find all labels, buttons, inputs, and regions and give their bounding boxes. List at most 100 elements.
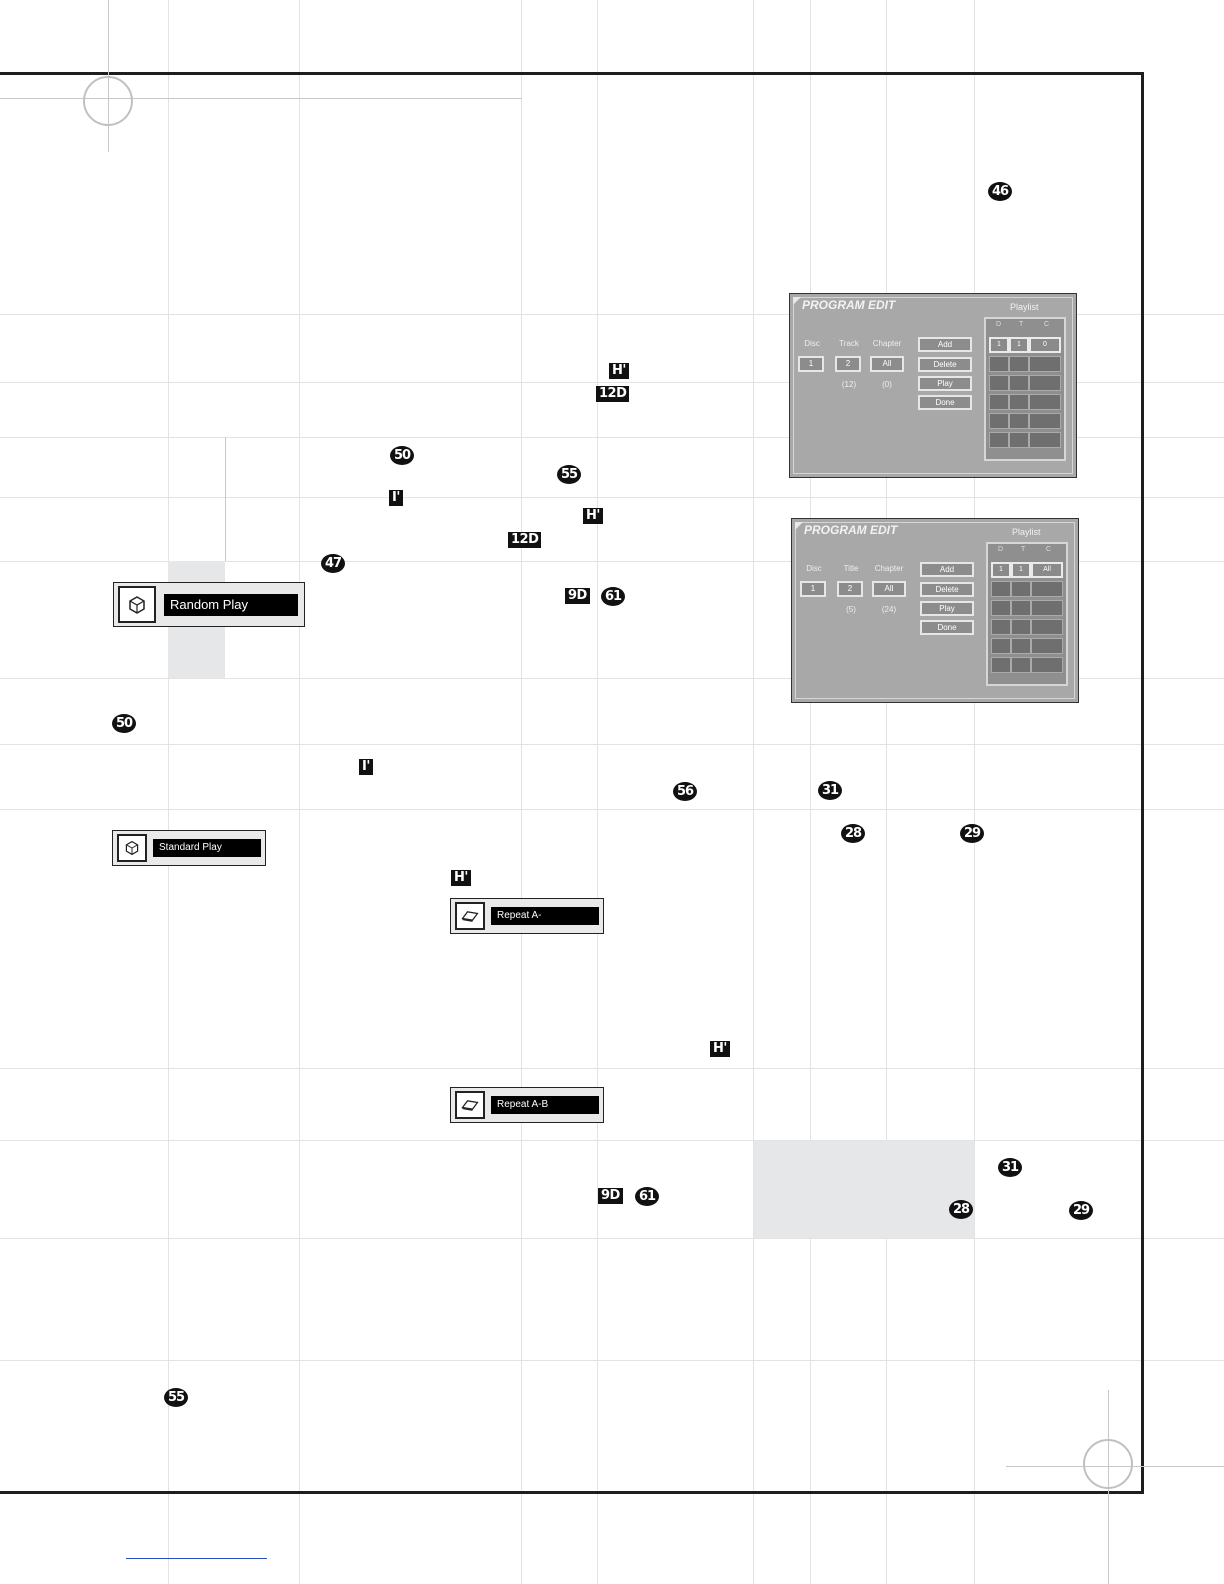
playlist-label: Playlist [1012, 527, 1041, 537]
grid-line [0, 497, 1224, 498]
registration-mark-icon [83, 76, 133, 126]
add-button[interactable]: Add [920, 562, 974, 577]
chapter-column-label: Chapter [872, 339, 902, 348]
playlist-cell[interactable]: 1 [989, 337, 1009, 353]
title-field[interactable]: 2 [837, 581, 863, 597]
callout-31: 31 [998, 1158, 1022, 1177]
playlist-cell[interactable] [991, 638, 1011, 654]
playlist-header-t: T [1021, 546, 1026, 553]
remote-key-9d-icon: 9D [598, 1188, 623, 1204]
playlist-cell[interactable] [989, 432, 1009, 448]
callout-55: 55 [557, 465, 581, 484]
playlist-cell[interactable]: 0 [1029, 337, 1061, 353]
done-button[interactable]: Done [920, 620, 974, 635]
disc-field[interactable]: 1 [798, 356, 824, 372]
grid-line [299, 0, 300, 1584]
playlist-cell[interactable] [1031, 600, 1063, 616]
playlist-cell[interactable] [1029, 375, 1061, 391]
grid-line [0, 1068, 1224, 1069]
repeat-ab-label: Repeat A-B [491, 1096, 599, 1114]
callout-61: 61 [601, 587, 625, 606]
screen-inner-border [793, 297, 1073, 474]
play-button[interactable]: Play [920, 601, 974, 616]
playlist-cell[interactable] [1011, 657, 1031, 673]
playlist-cell[interactable] [1031, 581, 1063, 597]
playlist-cell[interactable] [991, 619, 1011, 635]
playlist-cell[interactable] [989, 413, 1009, 429]
track-column-label: Track [839, 339, 859, 348]
repeat-a-label: Repeat A- [491, 907, 599, 925]
playlist-header-d: D [996, 321, 1002, 328]
grid-line [0, 314, 1224, 315]
repeat-icon [455, 902, 485, 930]
screen-inner-border [795, 522, 1075, 699]
add-button[interactable]: Add [918, 337, 972, 352]
footer-link-underline[interactable] [126, 1558, 267, 1559]
chapter-field[interactable]: All [872, 581, 906, 597]
playlist-cell[interactable] [1011, 581, 1031, 597]
callout-28: 28 [841, 824, 865, 843]
remote-key-12d-icon: 12D [596, 386, 630, 402]
remote-key-12d-icon: 12D [508, 532, 542, 548]
grid-line [0, 437, 1224, 438]
playlist-cell[interactable] [991, 657, 1011, 673]
callout-50: 50 [390, 446, 414, 465]
track-count: (12) [841, 380, 857, 389]
playlist-cell[interactable] [1009, 413, 1029, 429]
playlist-cell[interactable]: All [1031, 562, 1063, 578]
playlist-cell[interactable] [991, 600, 1011, 616]
playlist-cell[interactable] [991, 581, 1011, 597]
playlist-cell[interactable] [1029, 432, 1061, 448]
playlist-header-c: C [1046, 546, 1052, 553]
playlist-cell[interactable] [989, 375, 1009, 391]
grid-line [0, 678, 1224, 679]
playlist-cell[interactable] [989, 394, 1009, 410]
playlist-cell[interactable] [1029, 413, 1061, 429]
playlist-cell[interactable]: 1 [991, 562, 1011, 578]
playlist-cell[interactable] [1031, 619, 1063, 635]
playlist-cell[interactable] [1009, 375, 1029, 391]
delete-button[interactable]: Delete [920, 582, 974, 597]
playlist-cell[interactable]: 1 [1009, 337, 1029, 353]
grid-line [0, 809, 1224, 810]
column-rule [225, 437, 226, 561]
playlist-cell[interactable] [1029, 394, 1061, 410]
playlist-cell[interactable]: 1 [1011, 562, 1031, 578]
playlist-table: D T C 1 1 0 [984, 317, 1066, 461]
callout-55: 55 [164, 1388, 188, 1407]
done-button[interactable]: Done [918, 395, 972, 410]
playlist-cell[interactable] [1009, 432, 1029, 448]
play-button[interactable]: Play [918, 376, 972, 391]
playlist-cell[interactable] [1011, 600, 1031, 616]
playlist-header-t: T [1019, 321, 1024, 328]
grid-line [521, 0, 522, 1584]
playlist-cell[interactable] [1031, 657, 1063, 673]
disc-field[interactable]: 1 [800, 581, 826, 597]
remote-key-h-icon: H' [710, 1041, 730, 1057]
callout-31: 31 [818, 781, 842, 800]
remote-key-h-icon: H' [583, 508, 603, 524]
callout-29: 29 [1069, 1201, 1093, 1220]
repeat-icon [455, 1091, 485, 1119]
track-field[interactable]: 2 [835, 356, 861, 372]
remote-key-9d-icon: 9D [565, 588, 590, 604]
playlist-cell[interactable] [1009, 356, 1029, 372]
playlist-table: D T C 1 1 All [986, 542, 1068, 686]
remote-key-h-icon: H' [451, 870, 471, 886]
playlist-cell[interactable] [1031, 638, 1063, 654]
playlist-cell[interactable] [989, 356, 1009, 372]
playlist-cell[interactable] [1029, 356, 1061, 372]
playlist-cell[interactable] [1011, 619, 1031, 635]
playlist-cell[interactable] [1009, 394, 1029, 410]
playlist-header-d: D [998, 546, 1004, 553]
repeat-ab-display: Repeat A-B [450, 1087, 604, 1123]
playlist-label: Playlist [1010, 302, 1039, 312]
random-play-icon [118, 586, 156, 623]
delete-button[interactable]: Delete [918, 357, 972, 372]
corner-mark-icon [795, 522, 803, 530]
grid-line [0, 744, 1224, 745]
grid-line [0, 1238, 1224, 1239]
chapter-count: (0) [882, 380, 892, 389]
playlist-cell[interactable] [1011, 638, 1031, 654]
chapter-field[interactable]: All [870, 356, 904, 372]
